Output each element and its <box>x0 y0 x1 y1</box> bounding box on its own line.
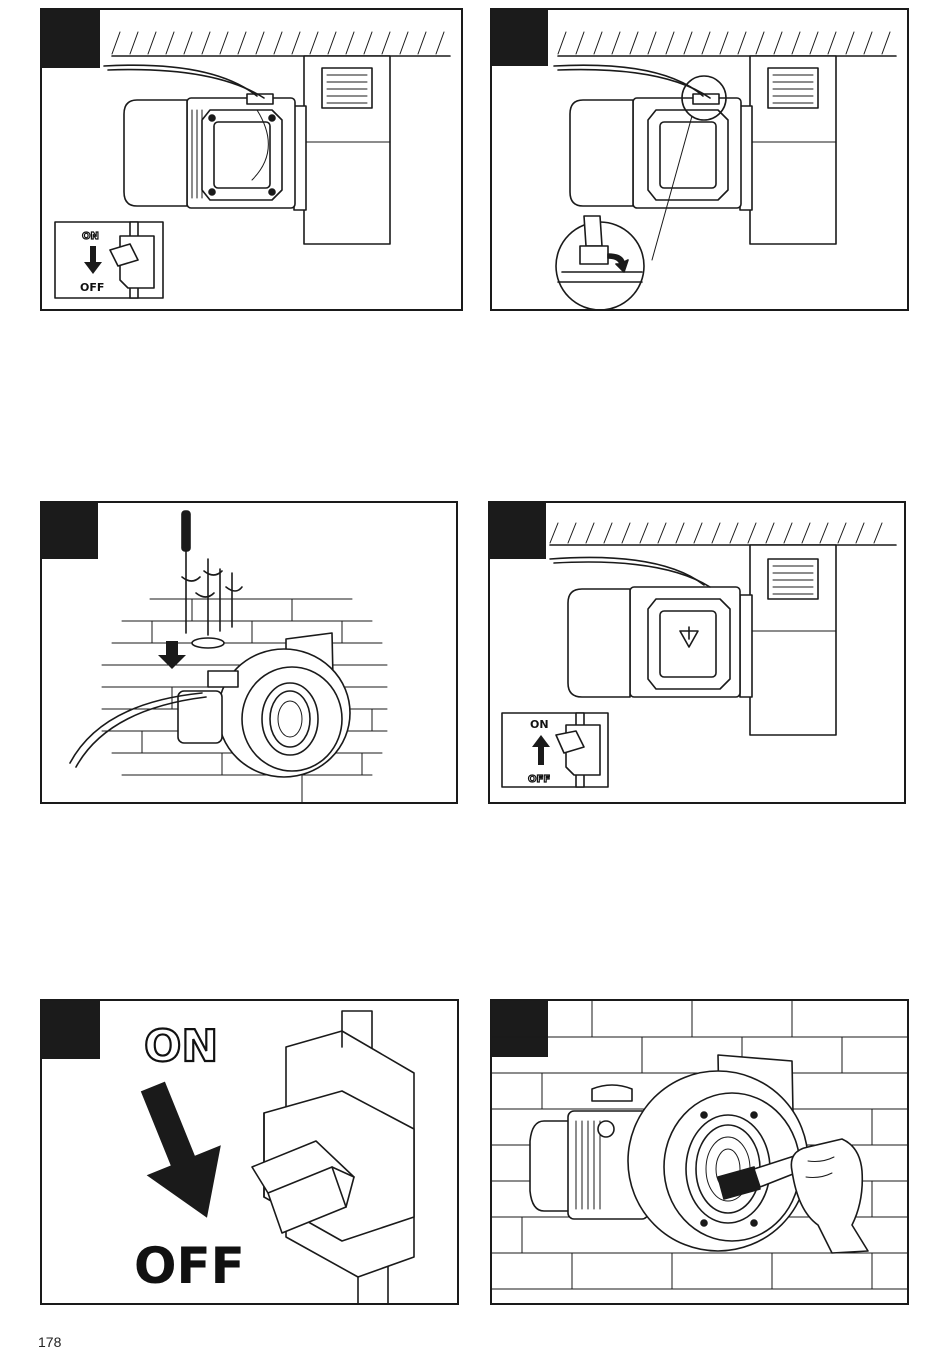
switch-on-label: ON <box>144 1021 218 1072</box>
switch-off-label: OFF <box>528 774 550 785</box>
illustration-panel-5: ON OFF <box>40 999 459 1305</box>
blower-unit <box>530 1055 808 1251</box>
blower-housing <box>304 56 390 244</box>
power-off-illustration: ON OFF <box>42 1001 459 1305</box>
ceiling-hatch <box>558 32 896 56</box>
motor-wiring-illustration: ON OFF <box>42 10 463 311</box>
switch-off-label: OFF <box>80 281 104 294</box>
blower-housing <box>750 545 836 735</box>
screwdriver-and-screws <box>182 511 242 635</box>
blower-housing <box>750 56 836 244</box>
switch-on-label: ON <box>82 231 99 242</box>
illustration-panel-1: ON OFF <box>40 8 463 311</box>
motor <box>124 94 306 210</box>
switch-on-label: ON <box>530 718 549 731</box>
switch-off-label: OFF <box>134 1237 245 1295</box>
cable-gland-illustration <box>492 10 909 311</box>
motor <box>568 587 752 697</box>
illustration-panel-6 <box>490 999 909 1305</box>
gland-detail-inset <box>556 216 644 310</box>
switch-inset: ON OFF <box>55 222 163 298</box>
page-number: 178 <box>38 1334 61 1350</box>
switch-inset: ON OFF <box>502 713 608 787</box>
illustration-panel-2 <box>490 8 909 311</box>
blower-unit <box>178 633 350 777</box>
ceiling-hatch <box>550 523 896 545</box>
ceiling-hatch <box>112 32 450 56</box>
impeller-cleaning-illustration <box>492 1001 909 1305</box>
illustration-panel-4: ON OFF <box>488 501 906 804</box>
motor <box>570 94 752 210</box>
hand <box>791 1139 868 1253</box>
wall-mounting-illustration <box>42 503 458 804</box>
arrow-down-icon <box>117 1071 244 1233</box>
rotation-check-illustration: ON OFF <box>490 503 906 804</box>
illustration-panel-3 <box>40 501 458 804</box>
circuit-breaker <box>252 1011 414 1305</box>
